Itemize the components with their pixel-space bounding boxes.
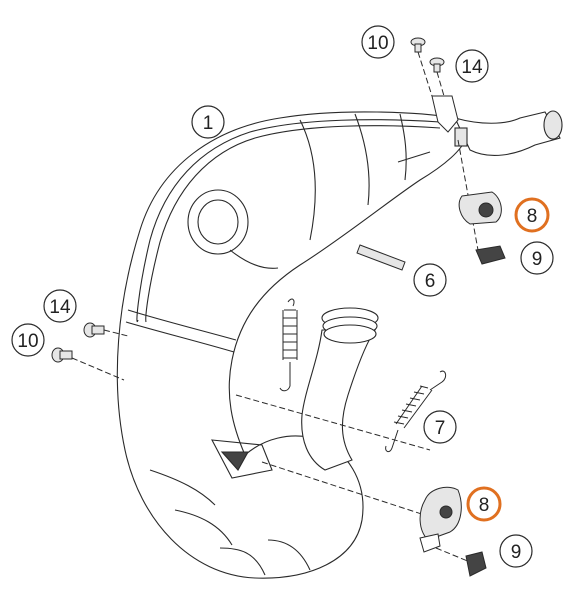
callout-circle xyxy=(499,534,533,568)
left-bolt-assembly xyxy=(51,322,129,381)
callout-label: 14 xyxy=(461,57,483,78)
callout-circle xyxy=(514,197,550,233)
chamber-segment xyxy=(354,113,370,206)
callout-c14-top: 14 xyxy=(455,49,489,83)
callout-c1: 1 xyxy=(191,105,225,139)
callout-label: 1 xyxy=(203,113,214,134)
callout-circle xyxy=(520,241,554,275)
callout-label: 7 xyxy=(435,418,446,439)
damper-lower-assembly xyxy=(235,394,487,577)
callout-circle xyxy=(466,486,502,522)
callout-circle xyxy=(191,105,225,139)
bracket-plate xyxy=(211,439,273,479)
rubber-pad-part-6 xyxy=(356,244,406,271)
stinger-ring xyxy=(323,324,377,344)
expansion-chamber xyxy=(116,110,563,579)
nut-lower xyxy=(465,551,487,577)
chamber-segment xyxy=(299,119,316,241)
chamber-spine-inner xyxy=(145,125,441,323)
callout-label: 10 xyxy=(17,331,38,352)
chamber-band-2 xyxy=(125,321,235,353)
callout-label: 8 xyxy=(479,495,490,516)
callout-c10-top: 10 xyxy=(361,25,395,59)
spring-upper xyxy=(279,298,298,392)
callout-label: 8 xyxy=(527,206,538,227)
header-pipe xyxy=(453,111,561,156)
chamber-bend-segment xyxy=(267,539,311,571)
bracket-lower xyxy=(419,533,441,553)
chamber-body xyxy=(116,111,468,579)
spring-part-7 xyxy=(385,370,447,453)
callout-c9-bottom: 9 xyxy=(499,534,533,568)
chamber-stamp xyxy=(397,151,431,163)
chamber-segment xyxy=(399,113,407,181)
callout-circle xyxy=(11,323,45,357)
callout-label: 10 xyxy=(367,33,388,54)
washer-upper xyxy=(475,245,506,265)
stinger-outlet xyxy=(301,329,377,471)
header-spring-mount xyxy=(454,127,468,147)
callout-c8-top: 8 xyxy=(514,197,550,233)
mounting-ring-inner xyxy=(197,199,239,245)
bracket-top xyxy=(431,95,459,133)
callout-circle xyxy=(43,289,77,323)
top-bolt-assembly xyxy=(410,37,459,133)
callout-c8-bottom: 8 xyxy=(466,486,502,522)
callout-c10-left: 10 xyxy=(11,323,45,357)
callout-c7: 7 xyxy=(423,410,457,444)
chamber-band xyxy=(127,309,237,341)
callout-circle xyxy=(423,410,457,444)
callout-circle xyxy=(361,25,395,59)
triangle-bracket xyxy=(220,451,249,471)
header-end xyxy=(543,110,563,140)
callout-circle xyxy=(455,49,489,83)
callout-label: 6 xyxy=(425,271,436,292)
callout-label: 14 xyxy=(49,297,71,318)
callout-c9-top: 9 xyxy=(520,241,554,275)
callout-circle xyxy=(413,263,447,297)
chamber-bend-segment xyxy=(149,469,216,506)
callout-label: 9 xyxy=(511,542,522,563)
mounting-ring-bracket xyxy=(229,249,279,269)
chamber-spine xyxy=(136,119,441,323)
callout-label: 9 xyxy=(532,249,543,270)
damper-upper-assembly xyxy=(457,139,506,265)
chamber-bend-segment xyxy=(174,509,233,546)
callout-c6: 6 xyxy=(413,263,447,297)
chamber-bend-segment xyxy=(219,547,266,576)
callout-c14-left: 14 xyxy=(43,289,77,323)
